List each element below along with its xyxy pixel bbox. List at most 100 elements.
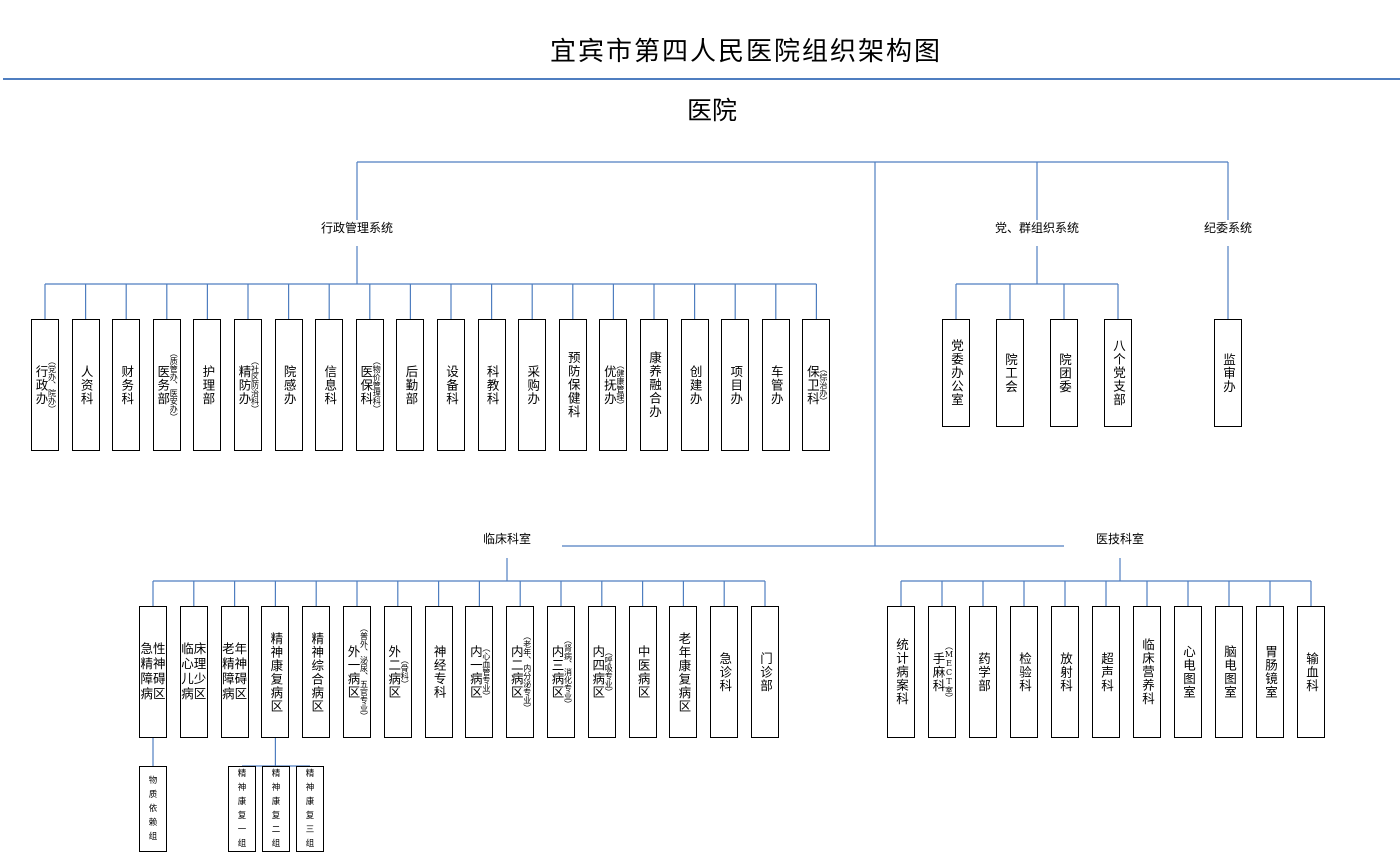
dept-name: 输血科 bbox=[1304, 651, 1319, 693]
dept-box-admin-3: 医务部（质管办、医安办） bbox=[152, 319, 181, 451]
group-label-discipline: 纪委系统 bbox=[1203, 220, 1253, 236]
dept-name: 门诊部 bbox=[758, 651, 773, 693]
dept-subtitle: （健康管理） bbox=[615, 361, 625, 409]
dept-name-line: 康 bbox=[271, 797, 281, 807]
dept-box-party-0: 党委办公室 bbox=[942, 319, 970, 427]
dept-box-admin-7: 信息科 bbox=[315, 319, 344, 451]
dept-name-line: 复 bbox=[305, 811, 315, 821]
dept-box-admin-6: 院感办 bbox=[274, 319, 303, 451]
dept-name: 院团委 bbox=[1057, 352, 1072, 394]
dept-name-line: 复 bbox=[237, 811, 247, 821]
dept-name-line: 神 bbox=[271, 783, 281, 793]
dept-box-medtech-9: 胃肠镜室 bbox=[1256, 606, 1284, 738]
dept-name: 放射科 bbox=[1058, 651, 1073, 693]
dept-name-line: 精 bbox=[305, 769, 315, 779]
dept-name: 统计病案科 bbox=[894, 638, 909, 706]
subunit-box-rehab-0: 精神康复一组 bbox=[228, 766, 256, 852]
dept-name: 优抚办 bbox=[601, 364, 617, 406]
dept-box-clinical-4: 精神综合病区 bbox=[302, 606, 331, 738]
dept-subtitle: （物价管理科） bbox=[372, 357, 382, 413]
dept-name: 科教科 bbox=[484, 364, 500, 406]
dept-name: 急性精神障碍病区 bbox=[140, 642, 165, 701]
dept-name: 外二病区 bbox=[386, 645, 402, 699]
dept-name: 精神康复三组 bbox=[306, 767, 315, 851]
dept-name-line: 病区 bbox=[140, 685, 166, 701]
dept-name-line: 康 bbox=[237, 797, 247, 807]
dept-name-line: 精 bbox=[237, 769, 247, 779]
dept-box-admin-10: 设备科 bbox=[437, 319, 465, 451]
dept-name: 监审办 bbox=[1221, 352, 1236, 394]
root-node-hospital: 医院 bbox=[686, 96, 737, 125]
group-label-medtech: 医技科室 bbox=[1095, 531, 1145, 547]
dept-name-line: 组 bbox=[237, 839, 247, 849]
dept-name-line: 障碍 bbox=[140, 671, 166, 686]
dept-name: 内四病区 bbox=[590, 645, 606, 699]
dept-name: 外一病区 bbox=[345, 645, 361, 699]
dept-name: 超声科 bbox=[1099, 651, 1114, 693]
dept-box-medtech-1: 手麻科（MECT室） bbox=[928, 606, 956, 738]
dept-box-admin-2: 财务科 bbox=[112, 319, 141, 451]
dept-name: 行政办 bbox=[33, 364, 49, 406]
dept-box-medtech-0: 统计病案科 bbox=[887, 606, 915, 738]
dept-name-line: 老年 bbox=[222, 641, 248, 657]
dept-box-medtech-5: 超声科 bbox=[1092, 606, 1120, 738]
subunit-box-acute-0: 物质依赖组 bbox=[139, 766, 167, 852]
dept-name: 脑电图室 bbox=[1222, 645, 1237, 699]
dept-box-party-3: 八个党支部 bbox=[1104, 319, 1132, 427]
dept-name: 护理部 bbox=[200, 364, 216, 406]
dept-subtitle: （MECT室） bbox=[944, 642, 954, 702]
dept-name-line: 二 bbox=[271, 825, 281, 835]
dept-box-party-2: 院团委 bbox=[1050, 319, 1078, 427]
dept-box-admin-12: 采购办 bbox=[518, 319, 547, 451]
dept-name-line: 组 bbox=[305, 839, 315, 849]
dept-box-medtech-8: 脑电图室 bbox=[1215, 606, 1243, 738]
dept-box-admin-1: 人资科 bbox=[71, 319, 100, 451]
dept-subtitle: （党办、院办） bbox=[47, 357, 57, 413]
dept-box-clinical-9: 内二病区（老年、内分泌专业） bbox=[506, 606, 535, 738]
dept-box-medtech-10: 输血科 bbox=[1297, 606, 1325, 738]
dept-name-line: 心理 bbox=[181, 656, 207, 672]
dept-name-line: 病区 bbox=[222, 685, 248, 701]
page-title: 宜宾市第四人民医院组织架构图 bbox=[549, 37, 942, 67]
dept-box-medtech-3: 检验科 bbox=[1010, 606, 1038, 738]
dept-box-medtech-6: 临床营养科 bbox=[1133, 606, 1161, 738]
dept-name-line: 依 bbox=[148, 804, 158, 814]
dept-name: 手麻科 bbox=[930, 651, 946, 693]
dept-name: 内二病区 bbox=[508, 645, 524, 699]
dept-box-clinical-1: 临床心理儿少病区 bbox=[179, 606, 208, 738]
dept-name: 老年精神障碍病区 bbox=[222, 642, 247, 701]
title-divider bbox=[3, 78, 1400, 80]
dept-box-clinical-12: 中医病区 bbox=[628, 606, 657, 738]
dept-name-line: 一 bbox=[237, 825, 247, 835]
dept-name-line: 精 bbox=[271, 769, 281, 779]
dept-name-line: 精神 bbox=[222, 656, 248, 672]
dept-name: 检验科 bbox=[1017, 651, 1032, 693]
dept-box-clinical-14: 急诊科 bbox=[710, 606, 739, 738]
dept-box-clinical-7: 神经专科 bbox=[424, 606, 453, 738]
dept-box-clinical-13: 老年康复病区 bbox=[669, 606, 698, 738]
dept-name: 院感办 bbox=[281, 364, 297, 406]
dept-name: 院工会 bbox=[1003, 352, 1018, 394]
dept-box-clinical-10: 内三病区（肾病、消化专业） bbox=[547, 606, 575, 738]
dept-name: 人资科 bbox=[78, 364, 94, 406]
group-label-party: 党、群组织系统 bbox=[994, 220, 1080, 236]
dept-box-clinical-5: 外一病区（普外、泌尿、五官专业） bbox=[343, 606, 371, 738]
dept-subtitle: （肾病、消化专业） bbox=[563, 636, 573, 708]
dept-subtitle: （普外、泌尿、五官专业） bbox=[359, 624, 369, 720]
dept-box-admin-13: 预防保健科 bbox=[558, 319, 587, 451]
dept-name-line: 精神 bbox=[140, 656, 166, 672]
dept-name: 精神康复病区 bbox=[268, 631, 284, 713]
dept-name-line: 质 bbox=[148, 790, 158, 800]
dept-name: 内一病区 bbox=[467, 645, 483, 699]
dept-box-admin-0: 行政办（党办、院办） bbox=[31, 319, 59, 451]
dept-subtitle: （心血管专业） bbox=[481, 644, 491, 700]
dept-subtitle: （质管办、医安办） bbox=[169, 349, 179, 421]
dept-box-admin-8: 医保科（物价管理科） bbox=[355, 319, 384, 451]
dept-subtitle: （综治办） bbox=[818, 365, 828, 405]
dept-name: 临床心理儿少病区 bbox=[181, 642, 206, 701]
dept-box-admin-4: 护理部 bbox=[193, 319, 222, 451]
dept-name-line: 康 bbox=[305, 797, 315, 807]
dept-box-clinical-2: 老年精神障碍病区 bbox=[220, 606, 249, 738]
dept-box-admin-5: 精防办（社区防治科） bbox=[234, 319, 262, 451]
dept-box-clinical-6: 外二病区（骨科） bbox=[383, 606, 412, 738]
